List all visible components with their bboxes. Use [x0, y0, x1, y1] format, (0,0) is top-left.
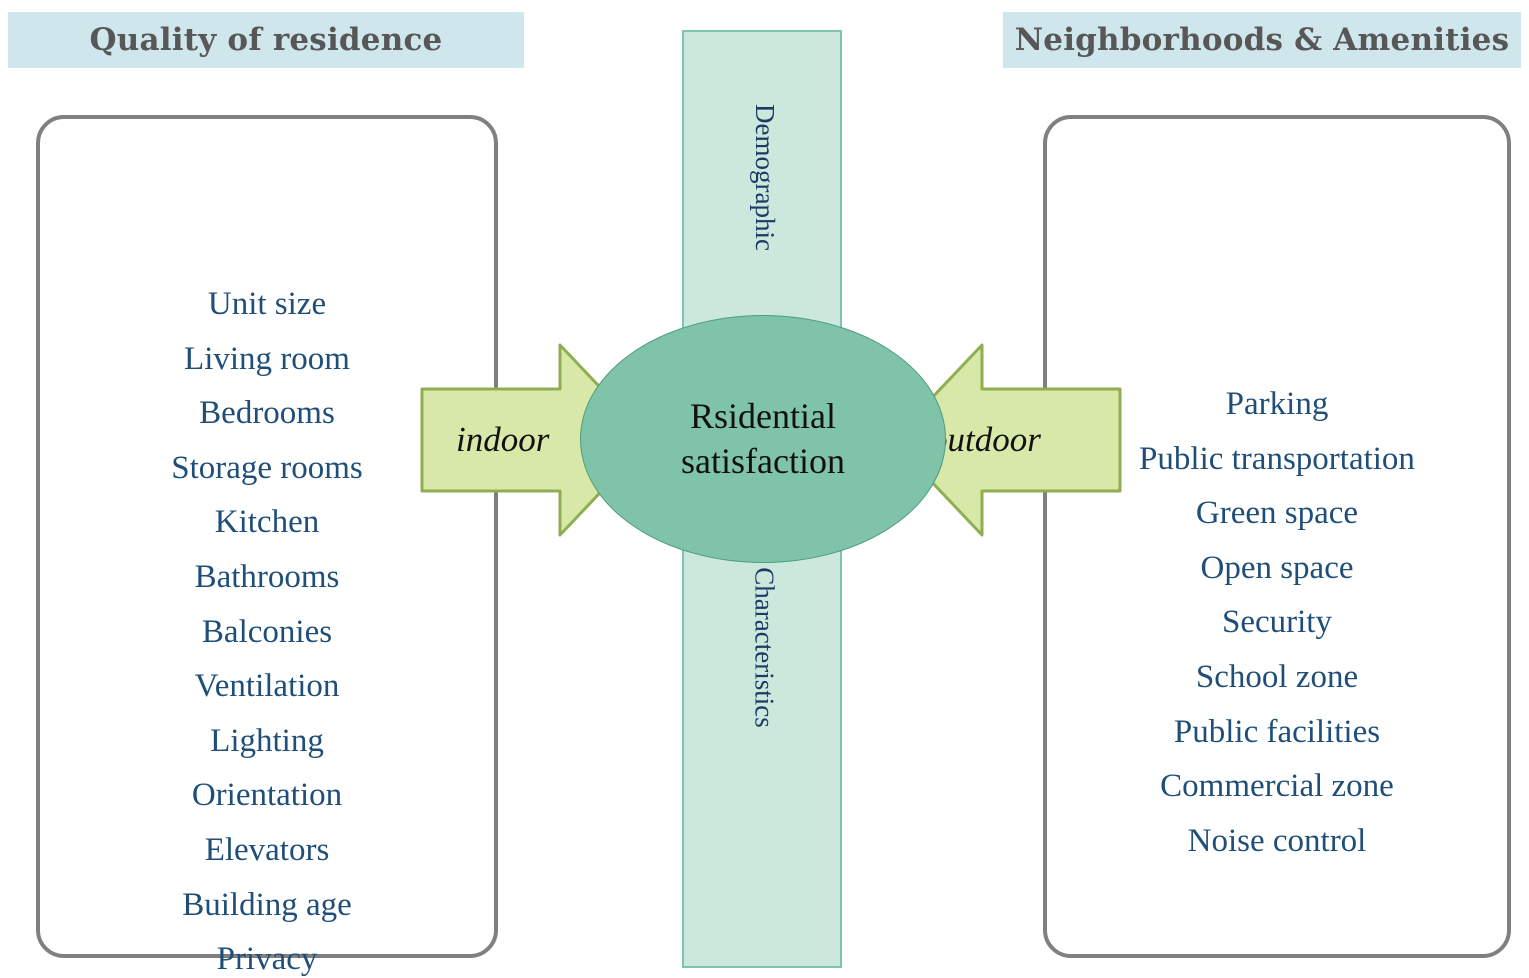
arrow-left-icon	[890, 343, 1122, 537]
vertical-label-characteristics-text: Characteristics	[749, 567, 780, 728]
list-item: Elevators	[204, 832, 330, 869]
list-item: Parking	[1225, 386, 1329, 422]
category-box-neighborhoods-amenities: Parking Public transportation Green spac…	[1043, 115, 1511, 958]
list-item: Unit size	[207, 286, 327, 322]
arrow-indoor-label: indoor	[456, 420, 550, 459]
arrow-outdoor-label-wrap: outdoor	[930, 343, 1120, 537]
list-item: Bathrooms	[194, 559, 340, 596]
vertical-label-demographic: Demographic	[684, 104, 844, 251]
center-label-line1: Rsidential	[690, 396, 836, 436]
center-node-residential-satisfaction: Rsidential satisfaction	[580, 315, 946, 563]
category-box-quality-of-residence: Unit size Living room Bedrooms Storage r…	[36, 115, 498, 977]
list-item: Open space	[1200, 549, 1354, 586]
list-item: Noise control	[1187, 822, 1367, 859]
list-item: Public transportation	[1139, 440, 1415, 477]
list-item: Public facilities	[1173, 713, 1381, 750]
list-item: Lighting	[210, 722, 324, 759]
attribute-list-outdoor: Parking Public transportation Green spac…	[1047, 377, 1507, 868]
list-item: Ventilation	[194, 668, 340, 705]
arrow-indoor-label-wrap: indoor	[456, 343, 646, 537]
header-neighborhoods-amenities: Neighborhoods & Amenities	[1003, 12, 1521, 68]
list-item: Commercial zone	[1160, 768, 1394, 805]
attribute-list-indoor: Unit size Living room Bedrooms Storage r…	[40, 277, 494, 978]
arrow-outdoor-label: outdoor	[930, 420, 1041, 459]
vertical-label-characteristics: Characteristics	[684, 567, 844, 727]
list-item: Privacy	[216, 941, 318, 978]
list-item: Living room	[184, 340, 350, 377]
list-item: Bedrooms	[199, 395, 335, 432]
list-item: School zone	[1195, 659, 1359, 696]
header-left-label: Quality of residence	[89, 22, 443, 58]
arrow-outdoor: outdoor	[890, 343, 1122, 537]
vertical-label-demographic-text: Demographic	[749, 104, 780, 251]
list-item: Building age	[182, 886, 352, 923]
list-item: Kitchen	[214, 504, 320, 541]
list-item: Storage rooms	[171, 449, 363, 486]
center-label-line2: satisfaction	[681, 441, 845, 481]
list-item: Orientation	[191, 777, 343, 814]
header-right-label: Neighborhoods & Amenities	[1014, 22, 1510, 58]
list-item: Green space	[1195, 495, 1359, 532]
list-item: Balconies	[201, 613, 333, 650]
list-item: Security	[1222, 604, 1332, 641]
header-quality-of-residence: Quality of residence	[8, 12, 524, 68]
